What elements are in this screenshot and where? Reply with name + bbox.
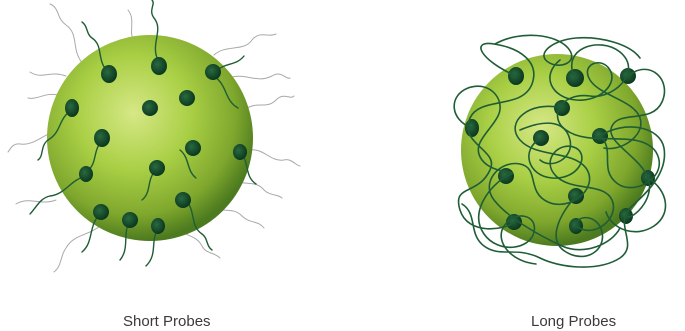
long-probes-label: Long Probes	[531, 313, 616, 330]
pore	[142, 100, 158, 116]
short-probes-bead	[47, 35, 253, 241]
pore	[79, 166, 93, 182]
pore	[94, 129, 110, 147]
pore	[179, 90, 195, 106]
pore	[93, 204, 109, 220]
pore	[149, 160, 165, 176]
pore	[233, 144, 247, 160]
pore	[205, 64, 221, 80]
pore	[151, 57, 167, 75]
pore	[175, 192, 191, 208]
short-probes-bead-group	[8, 0, 300, 272]
pore	[151, 218, 165, 234]
short-probes-label: Short Probes	[123, 313, 211, 330]
pore	[122, 212, 138, 228]
pore	[101, 65, 117, 83]
long-probes-bead-group	[454, 35, 665, 267]
pore	[65, 99, 79, 117]
pore	[185, 140, 201, 156]
